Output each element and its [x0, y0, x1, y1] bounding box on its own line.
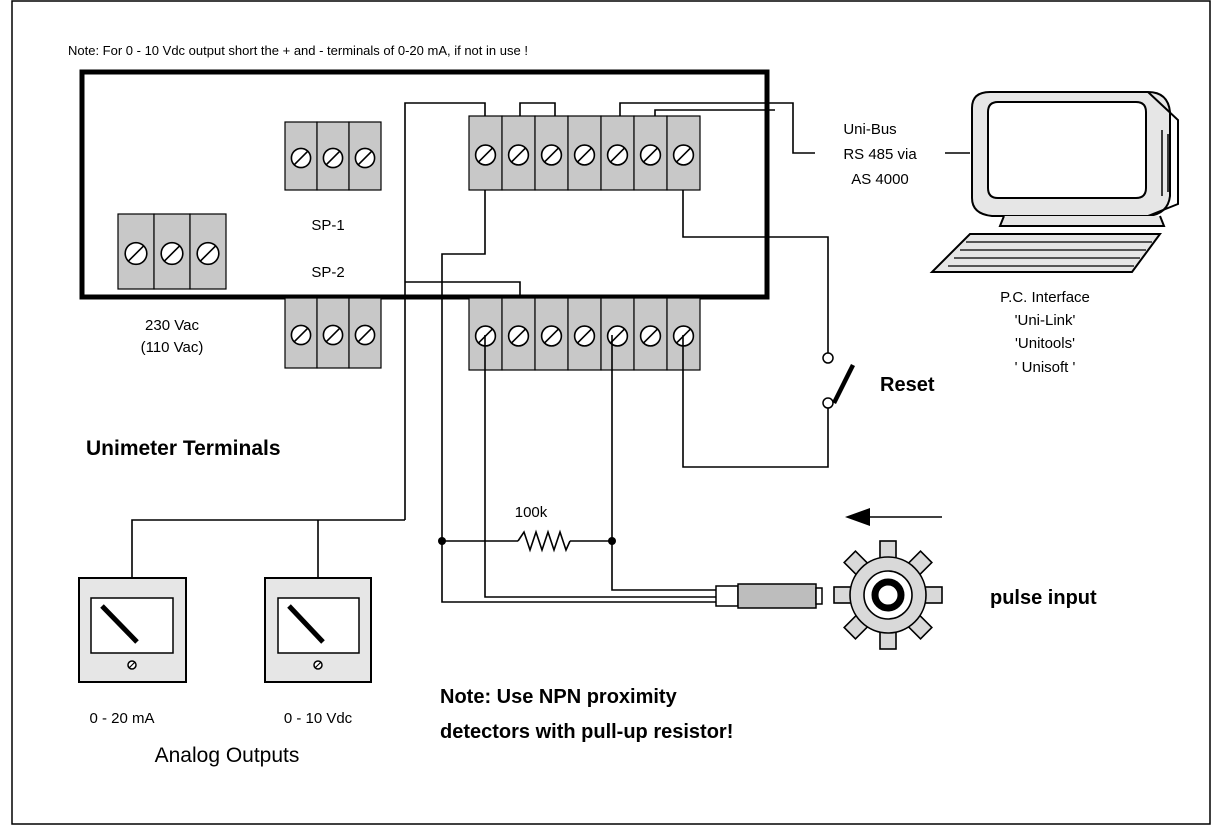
screw-slot — [642, 328, 659, 344]
wire-sensor-signal — [611, 335, 716, 591]
gear-axle — [871, 578, 905, 612]
npn-note-line1: Note: Use NPN proximity — [440, 686, 678, 708]
bus-label-line3: AS 4000 — [851, 171, 909, 188]
reset-label: Reset — [880, 374, 935, 396]
meter1-label: 0 - 20 mA — [89, 710, 154, 727]
wire-meter1 — [131, 519, 405, 578]
wire-reset-bottom — [682, 335, 829, 468]
wire-sp2-jumper — [405, 281, 521, 298]
pc-label-line2: 'Uni-Link' — [1015, 312, 1076, 329]
meter2-label: 0 - 10 Vdc — [284, 710, 353, 727]
screw-slot — [543, 328, 560, 344]
junction-dot-right — [608, 537, 616, 545]
power-alt-voltage-label: (110 Vac) — [141, 339, 204, 356]
screw-slot — [609, 147, 626, 163]
meter-0-10vdc-icon — [264, 577, 372, 683]
unimeter-housing — [79, 69, 770, 300]
screw-slot — [642, 147, 659, 163]
screw-slot — [576, 328, 593, 344]
power-terminal-block — [117, 213, 227, 290]
screw-slot — [576, 147, 593, 163]
wire-analog-feed — [404, 102, 486, 520]
wire-reset-top — [682, 190, 829, 353]
pc-label-line3: 'Unitools' — [1015, 335, 1075, 352]
meter-0-20ma-icon — [78, 577, 187, 683]
screw-slot — [199, 244, 217, 263]
page-border — [11, 0, 1211, 825]
resistor-label: 100k — [515, 504, 548, 521]
wiring — [131, 102, 970, 603]
unimeter-terminals-title: Unimeter Terminals — [86, 437, 281, 460]
screw-slot — [477, 147, 494, 163]
signal-terminal-block-top — [468, 115, 701, 191]
junction-dot-left — [438, 537, 446, 545]
screw-slot — [127, 244, 145, 263]
screw-slot — [325, 327, 341, 343]
pc-label-line4: ' Unisoft ' — [1015, 359, 1076, 376]
signal-terminal-block-bottom — [468, 297, 701, 371]
top-note: Note: For 0 - 10 Vdc output short the + … — [68, 43, 528, 58]
top-jumper — [519, 102, 556, 116]
wire-sensor-common — [484, 335, 716, 598]
screw-slot — [357, 327, 373, 343]
pc-label-line1: P.C. Interface — [1000, 289, 1090, 306]
screw-slot — [357, 150, 373, 166]
screw-slot — [510, 328, 527, 344]
screw-slot — [293, 150, 309, 166]
screw-slot — [325, 150, 341, 166]
screw-slot — [293, 327, 309, 343]
sp1-label: SP-1 — [311, 217, 344, 234]
bus-label-line2: RS 485 via — [843, 146, 917, 163]
pulse-wheel-icon — [833, 540, 943, 650]
terminal-cell — [633, 115, 668, 191]
wire-bus-a — [619, 102, 815, 154]
proximity-sensor-icon — [715, 583, 823, 609]
screw-slot — [543, 147, 560, 163]
power-voltage-label: 230 Vac — [145, 317, 199, 334]
analog-outputs-title: Analog Outputs — [155, 744, 300, 767]
sp2-terminal-block — [284, 297, 382, 369]
screw-slot — [163, 244, 181, 263]
screw-slot — [510, 147, 527, 163]
terminal-cell — [316, 297, 350, 369]
npn-note-line2: detectors with pull-up resistor! — [440, 721, 733, 743]
wire-bus-b — [654, 109, 775, 116]
computer-icon — [929, 91, 1179, 273]
sp1-terminal-block — [284, 121, 382, 191]
wire-sensor-supply — [441, 190, 716, 603]
sp2-label: SP-2 — [311, 264, 344, 281]
screw-slot — [675, 147, 692, 163]
pulse-input-label: pulse input — [990, 587, 1097, 609]
reset-switch — [822, 352, 856, 409]
rotation-arrow-icon — [845, 508, 942, 526]
bus-label-line1: Uni-Bus — [843, 121, 896, 138]
resistor-100k — [517, 529, 571, 553]
